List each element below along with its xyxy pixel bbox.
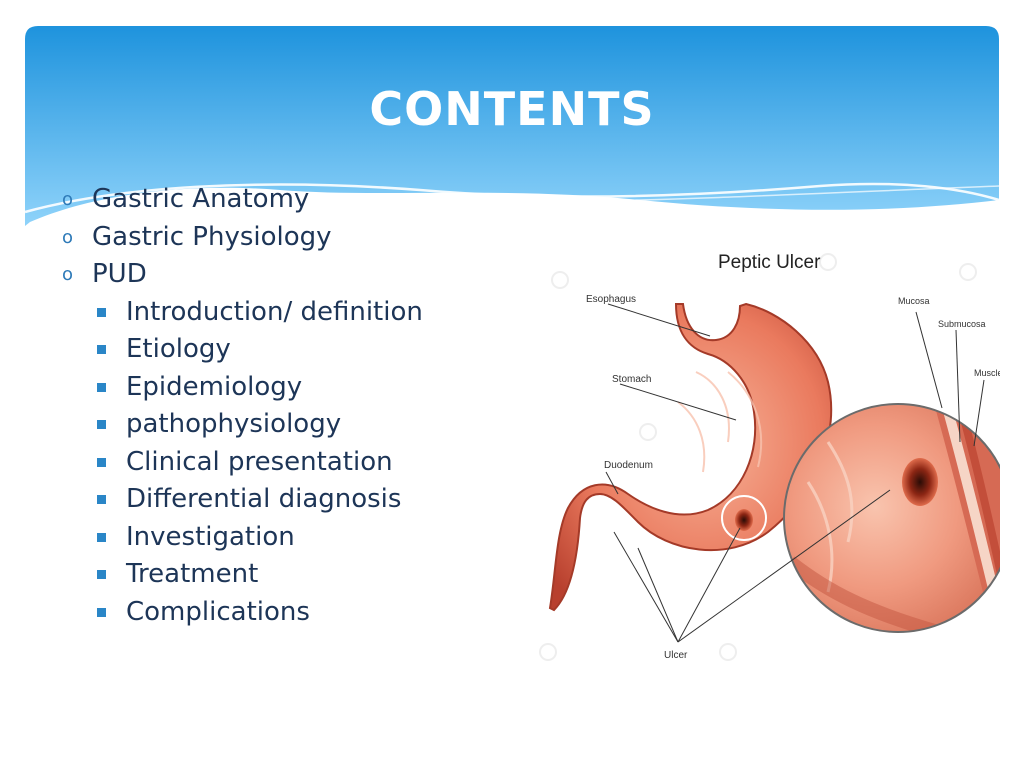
label-stomach: Stomach <box>612 374 651 385</box>
stomach-shape <box>548 302 833 612</box>
sub-list-item: Treatment <box>62 556 423 594</box>
list-item-text: PUD <box>92 259 147 289</box>
circle-bullet-icon: o <box>62 189 74 210</box>
sub-list-item: Epidemiology <box>62 369 423 407</box>
slide-title: CONTENTS <box>369 82 655 136</box>
label-submucosa: Submucosa <box>938 319 986 329</box>
peptic-ulcer-illustration: Peptic Ulcer Esophagus Stomach Duodenum … <box>539 252 1000 661</box>
list-item-text: Introduction/ definition <box>126 296 423 327</box>
label-duodenum: Duodenum <box>604 460 653 471</box>
square-bullet-icon <box>97 457 106 467</box>
ulcer-small <box>735 509 753 531</box>
square-bullet-icon <box>97 307 106 317</box>
list-item-text: Gastric Anatomy <box>92 184 310 214</box>
list-item-text: Differential diagnosis <box>126 484 402 514</box>
list-item: o PUD <box>62 256 423 294</box>
list-item-text: Epidemiology <box>126 371 303 402</box>
list-item-text: Gastric Physiology <box>92 221 332 252</box>
list-item-text: Etiology <box>126 334 231 364</box>
list-item: o Gastric Physiology <box>62 219 423 257</box>
sub-list-item: Etiology <box>62 331 423 369</box>
label-mucosa: Mucosa <box>898 296 930 306</box>
list-item-text: Complications <box>126 596 310 627</box>
square-bullet-icon <box>97 345 106 354</box>
watermark-pattern <box>539 253 977 661</box>
square-bullet-icon <box>97 570 106 579</box>
list-item-text: Clinical presentation <box>126 446 393 477</box>
square-bullet-icon <box>97 532 106 542</box>
square-bullet-icon <box>97 382 106 392</box>
ulcer-large <box>902 458 938 506</box>
sub-list-item: Clinical presentation <box>62 444 423 482</box>
title-banner <box>24 26 1000 226</box>
sub-list-item: Investigation <box>62 519 423 557</box>
sub-list-item: Differential diagnosis <box>62 481 423 519</box>
sub-list-item: Complications <box>62 594 423 632</box>
list-item-text: Investigation <box>126 521 295 552</box>
circle-bullet-icon: o <box>62 264 74 285</box>
label-ulcer: Ulcer <box>664 650 688 661</box>
circle-bullet-icon: o <box>62 226 74 248</box>
list-item-text: pathophysiology <box>126 409 342 439</box>
illustration-title: Peptic Ulcer <box>718 252 821 273</box>
square-bullet-icon <box>97 495 106 504</box>
sub-list-item: Introduction/ definition <box>62 294 423 332</box>
list-item-text: Treatment <box>126 559 259 589</box>
square-bullet-icon <box>97 420 106 429</box>
list-item: o Gastric Anatomy <box>62 181 423 219</box>
sub-list-item: pathophysiology <box>62 406 423 444</box>
square-bullet-icon <box>97 607 106 617</box>
label-esophagus: Esophagus <box>586 294 636 305</box>
label-muscle: Muscle <box>974 368 1000 378</box>
